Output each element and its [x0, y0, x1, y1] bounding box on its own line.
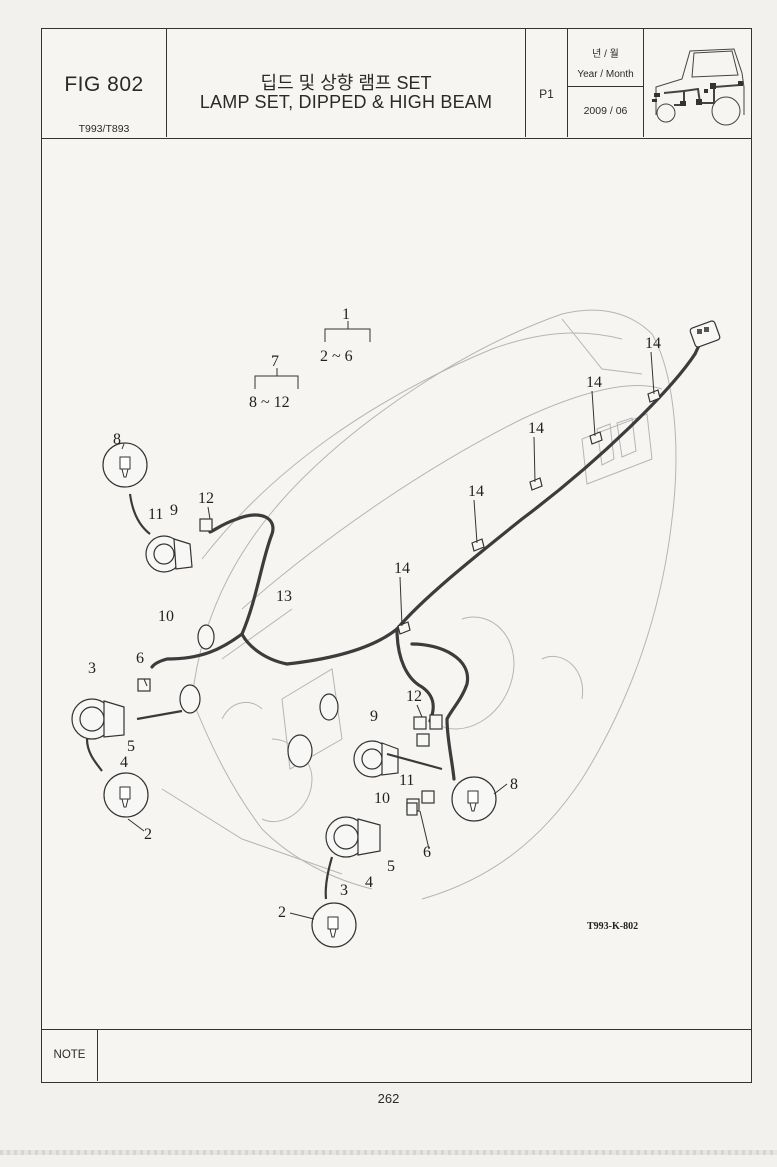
title-korean: 딥드 및 상향 램프 SET [260, 73, 432, 93]
lamp-assembly-upper-left [145, 518, 213, 573]
note-section: NOTE [42, 1029, 751, 1082]
icon-cell [644, 29, 751, 137]
page-number: 262 [377, 1091, 400, 1106]
date-value: 2009 / 06 [583, 105, 628, 117]
page-label: P1 [539, 87, 554, 101]
callout-14: 14 [645, 335, 661, 352]
callout-3: 3 [88, 660, 96, 677]
tractor-icon [652, 48, 745, 126]
callout-8: 8 [113, 431, 121, 448]
bulb-2-left [85, 738, 149, 818]
callout-14: 14 [468, 483, 484, 500]
callout-4: 4 [365, 874, 373, 891]
bulb-8-right [451, 776, 497, 822]
callout-2: 2 [278, 904, 286, 921]
figure-number: FIG 802 [64, 73, 144, 96]
scan-artifact [0, 1150, 777, 1155]
title-cell: 딥드 및 상향 램프 SET LAMP SET, DIPPED & HIGH B… [167, 29, 526, 137]
callout-5: 5 [387, 858, 395, 875]
note-label: NOTE [42, 1030, 98, 1081]
connector-12-right [413, 714, 443, 730]
callout-7-range: 8 ~ 12 [249, 394, 290, 411]
bulb-2-lower [311, 902, 357, 948]
model-number: T993/T893 [78, 123, 130, 135]
page-cell: P1 [526, 29, 568, 137]
callout-14: 14 [394, 560, 410, 577]
title-english: LAMP SET, DIPPED & HIGH BEAM [199, 92, 493, 112]
callout-1-range: 2 ~ 6 [320, 348, 353, 365]
callout-1: 1 [342, 306, 350, 323]
callout-14: 14 [586, 374, 602, 391]
exploded-parts-diagram: 1 2 ~ 6 7 8 ~ 12 8 11 9 12 10 13 3 6 5 4… [71, 306, 721, 948]
lamp-assembly-center [353, 733, 443, 778]
wiring-harness [150, 337, 704, 781]
group-7-bracket: 7 8 ~ 12 [249, 353, 299, 411]
callout-13: 13 [276, 588, 292, 605]
lamp-assembly-lower [324, 798, 420, 900]
callout-9: 9 [370, 708, 378, 725]
headlamp-lenses [179, 624, 339, 768]
callout-5: 5 [127, 738, 135, 755]
callout-6: 6 [136, 650, 144, 667]
connector-component [689, 320, 721, 348]
date-cell: 년 / 월 Year / Month 2009 / 06 [568, 29, 644, 137]
drawing-code: T993-K-802 [587, 921, 638, 932]
note-body [98, 1030, 751, 1081]
page-header: FIG 802 T993/T893 딥드 및 상향 램프 SET LAMP SE… [42, 29, 751, 139]
bulb-8-upper [102, 442, 151, 535]
callout-11: 11 [148, 506, 163, 523]
callout-4: 4 [120, 754, 128, 771]
callout-12: 12 [198, 490, 214, 507]
callout-10: 10 [158, 608, 174, 625]
date-label-korean: 년 / 월 [592, 49, 619, 60]
figure-cell: FIG 802 T993/T893 [42, 29, 167, 137]
callout-6: 6 [423, 844, 431, 861]
callout-12: 12 [406, 688, 422, 705]
callout-2: 2 [144, 826, 152, 843]
leader-lines [121, 351, 655, 920]
group-1-bracket: 1 2 ~ 6 [320, 306, 371, 365]
connector-6-right [406, 790, 435, 816]
callout-9: 9 [170, 502, 178, 519]
callout-8: 8 [510, 776, 518, 793]
callout-11: 11 [399, 772, 414, 789]
parts-catalog-page: FIG 802 T993/T893 딥드 및 상향 램프 SET LAMP SE… [41, 28, 752, 1083]
callout-3: 3 [340, 882, 348, 899]
callout-7: 7 [271, 353, 279, 370]
date-label-english: Year / Month [577, 69, 634, 80]
clip-markers [397, 389, 661, 635]
callout-labels: 8 11 9 12 10 13 3 6 5 4 2 14 14 14 14 14… [88, 335, 661, 921]
callout-14: 14 [528, 420, 544, 437]
lamp-assembly-left [71, 678, 183, 740]
callout-10: 10 [374, 790, 390, 807]
tractor-hood-outline [161, 309, 677, 900]
